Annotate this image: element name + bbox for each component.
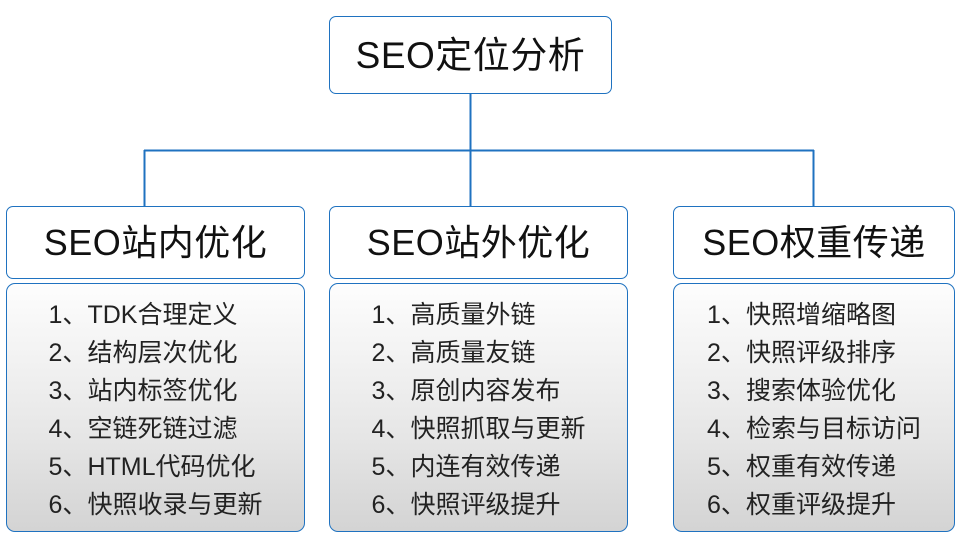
- list-item-text: 快照增缩略图: [745, 301, 896, 329]
- list-item: 5、权重有效传递: [707, 448, 921, 486]
- list-item-text: 权重评级提升: [745, 491, 896, 519]
- list-item-number: 4、: [371, 415, 411, 443]
- list-item: 1、TDK合理定义: [49, 296, 263, 334]
- list-item: 6、快照评级提升: [372, 486, 586, 524]
- list-item-text: 内连有效传递: [410, 453, 561, 481]
- branch-header-label-1: SEO站内优化: [43, 221, 268, 263]
- list-item-text: 高质量外链: [410, 301, 536, 329]
- list-item-number: 3、: [48, 377, 88, 405]
- list-item-number: 6、: [707, 491, 746, 519]
- list-item-text: HTML代码优化: [87, 453, 256, 481]
- list-item-text: 快照评级排序: [745, 339, 896, 367]
- list-item: 1、快照增缩略图: [707, 296, 921, 334]
- list-item: 2、高质量友链: [372, 334, 586, 372]
- list-item: 5、内连有效传递: [372, 448, 586, 486]
- branch-header-label-2: SEO站外优化: [366, 221, 591, 263]
- list-item-number: 2、: [707, 339, 746, 367]
- list-item-text: 站内标签优化: [87, 377, 238, 405]
- list-item: 5、HTML代码优化: [49, 448, 263, 486]
- list-item-number: 1、: [371, 301, 411, 329]
- list-item-text: 快照收录与更新: [87, 491, 263, 519]
- list-item-text: 结构层次优化: [87, 339, 238, 367]
- list-item: 3、站内标签优化: [49, 372, 263, 410]
- list-item: 3、原创内容发布: [372, 372, 586, 410]
- branch-header-label-3: SEO权重传递: [702, 221, 926, 263]
- branch-column-1: SEO站内优化 1、TDK合理定义 2、结构层次优化 3、站内标签优化 4、空链…: [6, 206, 305, 532]
- list-item-text: 快照抓取与更新: [410, 415, 586, 443]
- root-node[interactable]: SEO定位分析: [329, 16, 612, 94]
- branch-list-3: 1、快照增缩略图 2、快照评级排序 3、搜索体验优化 4、检索与目标访问 5、权…: [707, 296, 921, 524]
- branch-column-3: SEO权重传递 1、快照增缩略图 2、快照评级排序 3、搜索体验优化 4、检索与…: [673, 206, 955, 532]
- list-item: 4、快照抓取与更新: [372, 410, 586, 448]
- list-item-number: 6、: [371, 491, 411, 519]
- list-item-text: 高质量友链: [410, 339, 536, 367]
- list-item-text: 原创内容发布: [410, 377, 561, 405]
- branch-list-panel-1: 1、TDK合理定义 2、结构层次优化 3、站内标签优化 4、空链死链过滤 5、H…: [6, 283, 305, 532]
- list-item: 6、快照收录与更新: [49, 486, 263, 524]
- branch-header-2[interactable]: SEO站外优化: [329, 206, 628, 279]
- branch-list-1: 1、TDK合理定义 2、结构层次优化 3、站内标签优化 4、空链死链过滤 5、H…: [49, 296, 263, 524]
- list-item-text: 检索与目标访问: [745, 415, 921, 443]
- list-item: 2、快照评级排序: [707, 334, 921, 372]
- list-item-number: 2、: [371, 339, 411, 367]
- list-item-text: 快照评级提升: [410, 491, 561, 519]
- list-item-number: 3、: [371, 377, 411, 405]
- list-item: 4、检索与目标访问: [707, 410, 921, 448]
- list-item: 2、结构层次优化: [49, 334, 263, 372]
- list-item-number: 4、: [707, 415, 746, 443]
- list-item: 6、权重评级提升: [707, 486, 921, 524]
- list-item: 1、高质量外链: [372, 296, 586, 334]
- list-item-number: 5、: [371, 453, 411, 481]
- list-item-number: 3、: [707, 377, 746, 405]
- list-item-number: 5、: [48, 453, 88, 481]
- list-item: 3、搜索体验优化: [707, 372, 921, 410]
- list-item-number: 5、: [707, 453, 746, 481]
- branch-list-panel-2: 1、高质量外链 2、高质量友链 3、原创内容发布 4、快照抓取与更新 5、内连有…: [329, 283, 628, 532]
- branch-header-3[interactable]: SEO权重传递: [673, 206, 955, 279]
- list-item: 4、空链死链过滤: [49, 410, 263, 448]
- list-item-number: 4、: [48, 415, 88, 443]
- branch-header-1[interactable]: SEO站内优化: [6, 206, 305, 279]
- list-item-number: 2、: [48, 339, 88, 367]
- list-item-number: 1、: [48, 301, 88, 329]
- list-item-text: TDK合理定义: [87, 301, 238, 329]
- list-item-text: 权重有效传递: [745, 453, 896, 481]
- branch-column-2: SEO站外优化 1、高质量外链 2、高质量友链 3、原创内容发布 4、快照抓取与…: [329, 206, 628, 532]
- list-item-number: 1、: [707, 301, 746, 329]
- list-item-number: 6、: [48, 491, 88, 519]
- list-item-text: 空链死链过滤: [87, 415, 238, 443]
- branch-list-panel-3: 1、快照增缩略图 2、快照评级排序 3、搜索体验优化 4、检索与目标访问 5、权…: [673, 283, 955, 532]
- list-item-text: 搜索体验优化: [745, 377, 896, 405]
- root-node-label: SEO定位分析: [355, 34, 586, 76]
- branch-list-2: 1、高质量外链 2、高质量友链 3、原创内容发布 4、快照抓取与更新 5、内连有…: [372, 296, 586, 524]
